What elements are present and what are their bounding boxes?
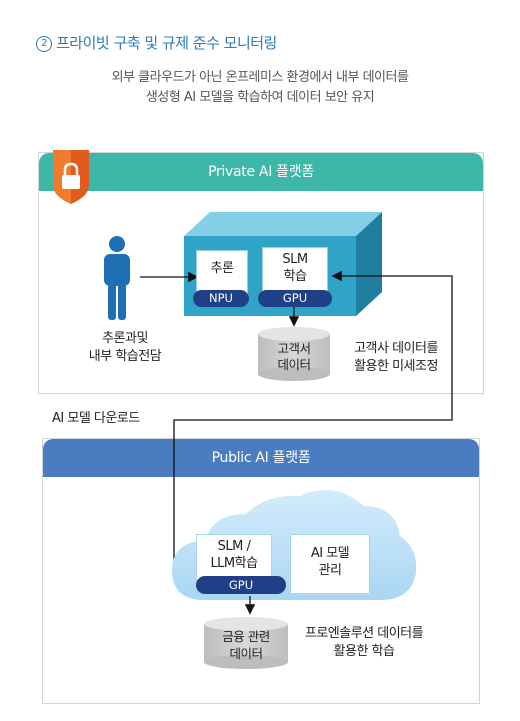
private-db-icon — [258, 327, 330, 381]
train-label-2: LLM학습 — [210, 556, 258, 571]
shield-lock-icon — [53, 150, 89, 204]
private-db-label-1: 고객서 — [277, 341, 311, 356]
public-db-caption-1: 프로엔솔루션 데이터를 — [304, 626, 424, 641]
person-icon — [104, 236, 130, 320]
private-db-label-2: 데이터 — [277, 357, 311, 372]
slm-box: SLM 학습 — [262, 247, 328, 298]
manage-label-2: 관리 — [318, 563, 342, 578]
public-gpu-chip: GPU — [196, 576, 286, 594]
public-db-icon — [204, 617, 288, 669]
section-title: 프라이빗 구축 및 규제 준수 모니터링 — [56, 34, 277, 52]
slm-label-1: SLM — [282, 252, 308, 267]
subtitle-line-2: 생성형 AI 모델을 학습하여 데이터 보안 유지 — [145, 90, 375, 105]
person-caption-1: 추론과및 — [102, 331, 148, 346]
private-gpu-chip: GPU — [258, 290, 332, 307]
train-box: SLM / LLM학습 — [196, 534, 272, 582]
public-panel-title: Public AI 플랫폼 — [43, 439, 479, 477]
private-db-caption-1: 고객사 데이터를 — [354, 341, 438, 356]
public-db-caption-2: 활용한 학습 — [333, 644, 395, 659]
subtitle-line-1: 외부 클라우드가 아닌 온프레미스 환경에서 내부 데이터를 — [111, 70, 409, 85]
npu-chip: NPU — [193, 290, 249, 307]
inference-label: 추론 — [210, 261, 234, 276]
public-db-label-1: 금융 관련 — [222, 629, 270, 644]
public-db-label-2: 데이터 — [229, 646, 263, 661]
private-panel-title: Private AI 플랫폼 — [39, 153, 483, 191]
section-number: 2 — [36, 36, 52, 52]
slm-label-2: 학습 — [283, 269, 307, 284]
train-label-1: SLM / — [217, 539, 251, 554]
person-caption-2: 내부 학습전담 — [88, 349, 162, 364]
manage-label-1: AI 모델 — [310, 546, 350, 561]
model-management-box: AI 모델 관리 — [290, 534, 370, 594]
private-db-caption-2: 활용한 미세조정 — [354, 359, 438, 374]
model-download-label: AI 모델 다운로드 — [52, 411, 140, 426]
